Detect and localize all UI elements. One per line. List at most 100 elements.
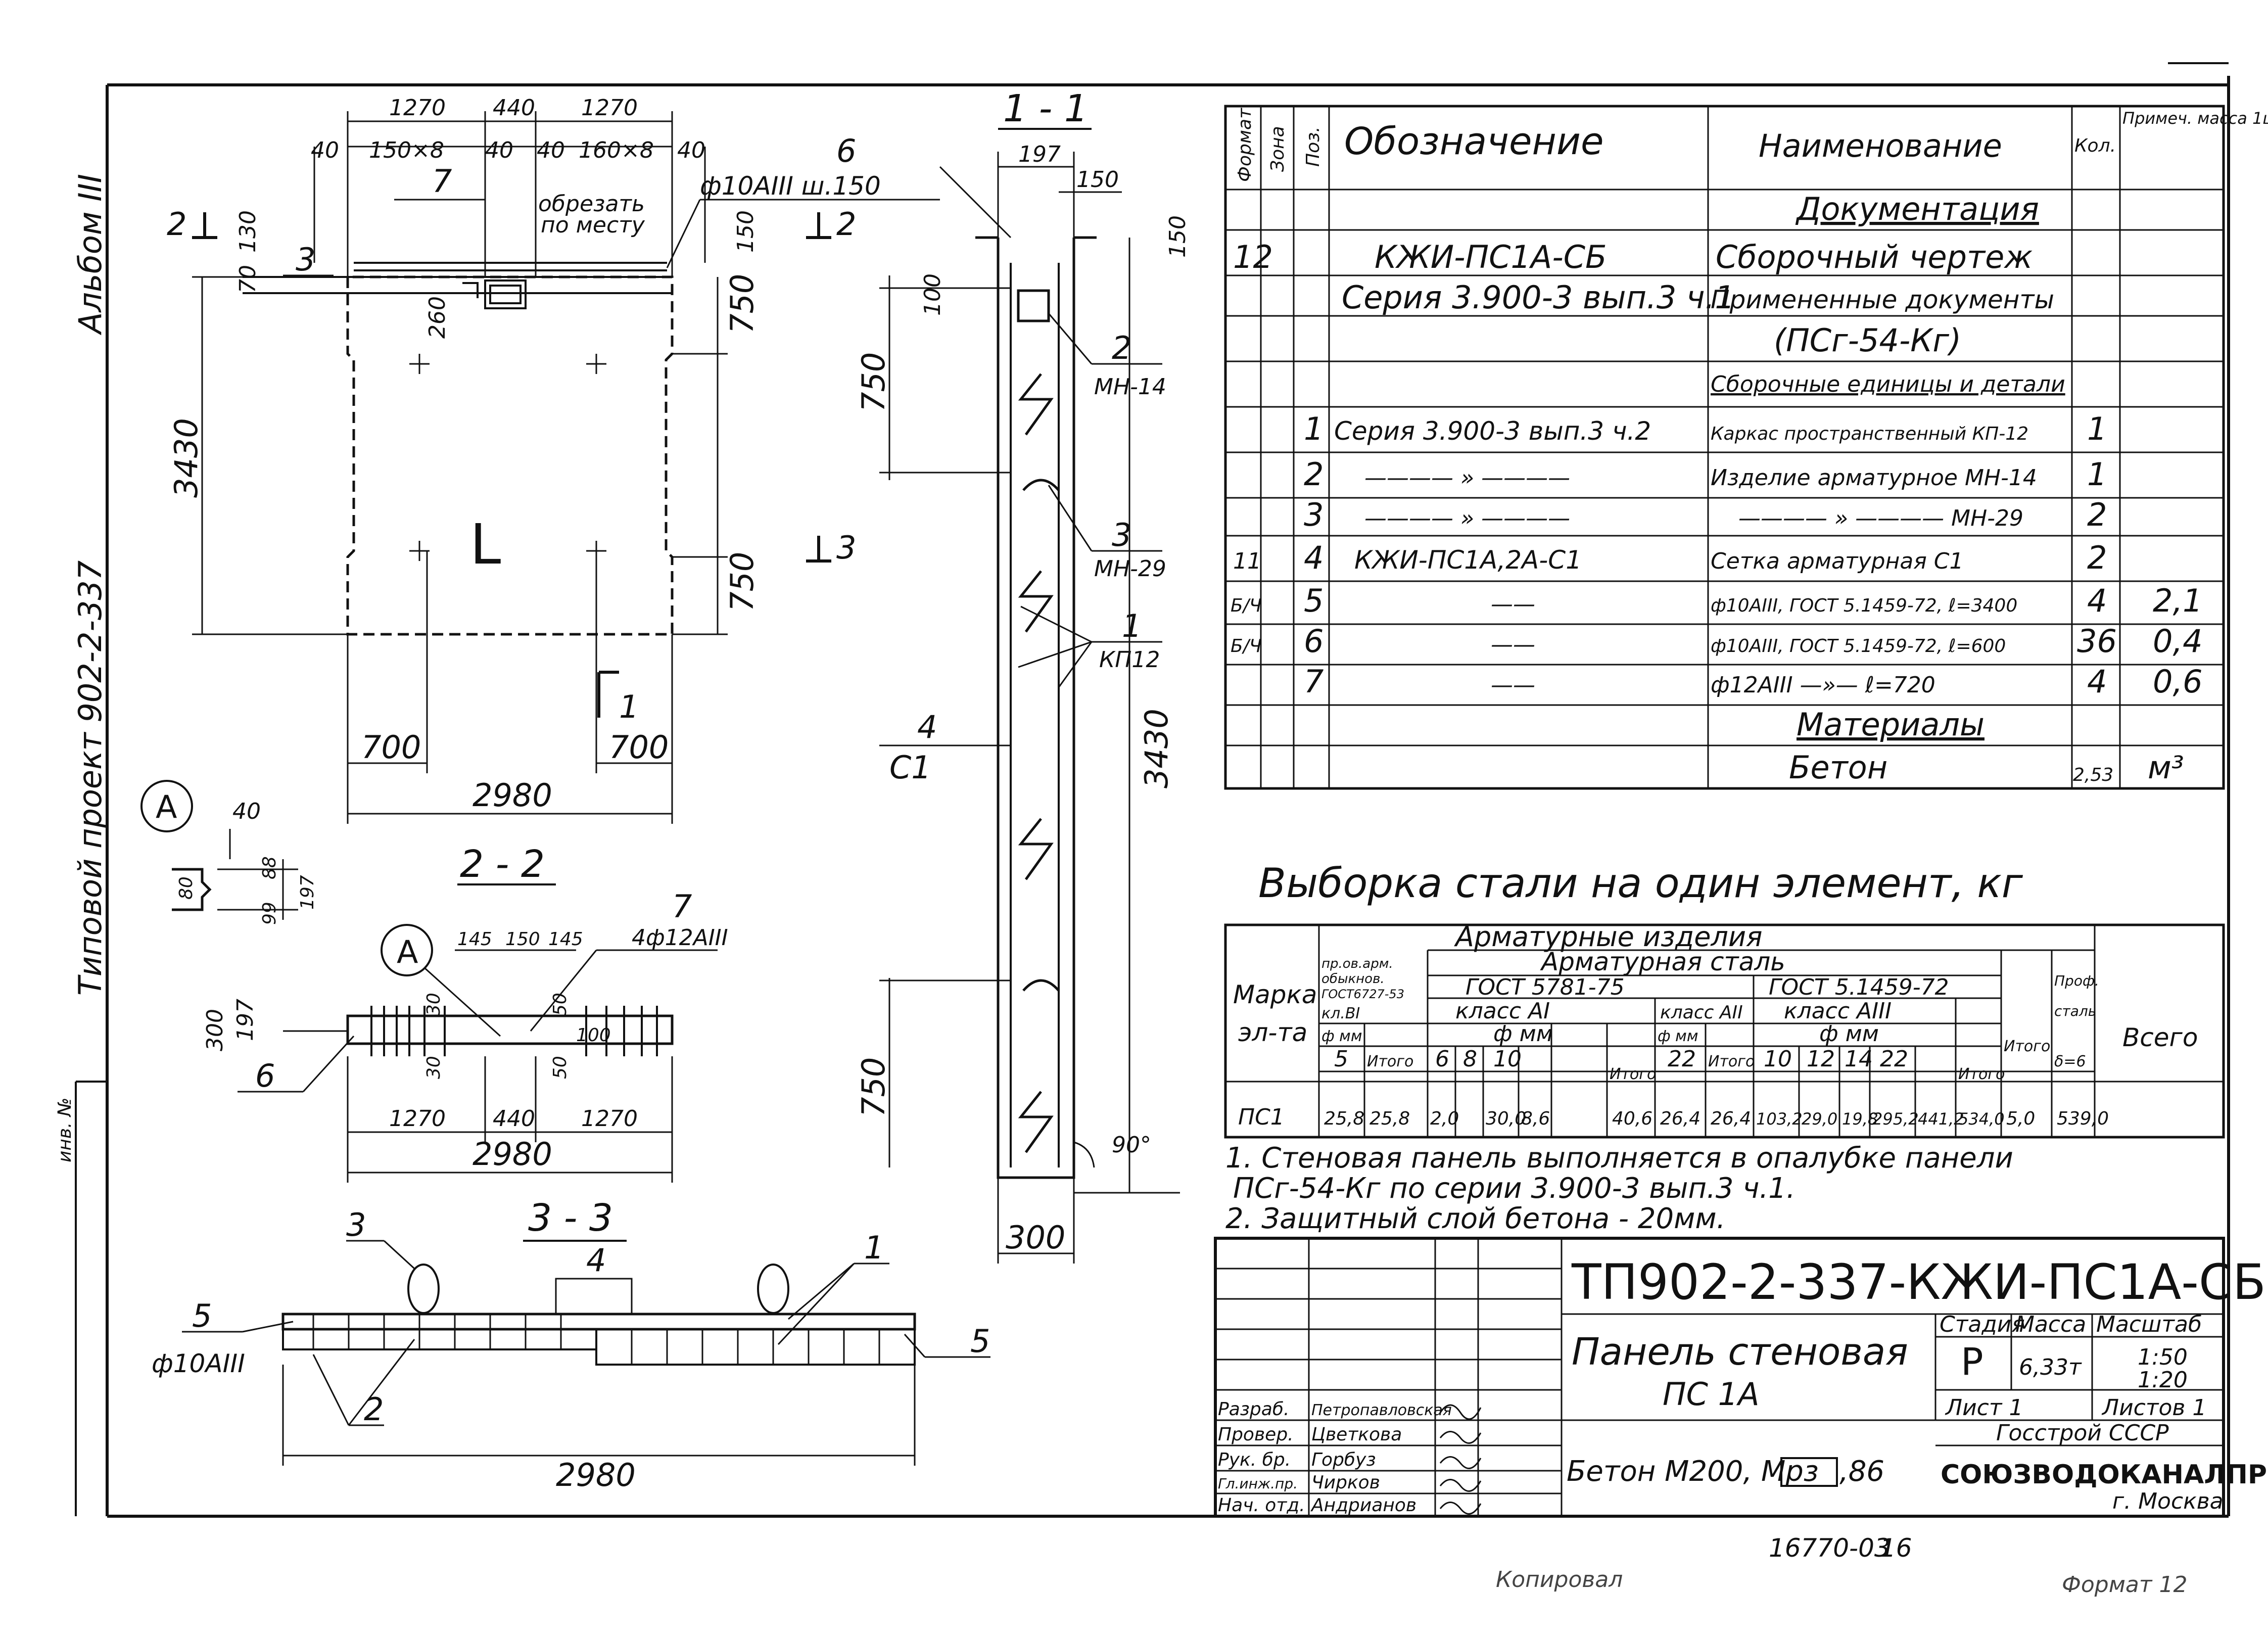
steel-diam-22: 22 (1668, 1046, 1696, 1072)
rebar-label: ф10АIII ш.150 (700, 171, 881, 201)
section-3-3: 3 - 3 3 4 1 5 ф10АIII 5 2 (152, 1196, 990, 1493)
spec-row-11-note: 0,6 (2153, 663, 2203, 700)
section-3-3-callout-4: 4 (586, 1242, 606, 1279)
top-bars (354, 262, 667, 309)
callout-pos-7: 7 (432, 163, 452, 200)
section-1-1-dim-150: 150 (1076, 167, 1119, 193)
title-role-4: Гл.инж.пр. (1218, 1475, 1298, 1492)
cut-mark-2-left: 2 (167, 206, 186, 243)
detail-a-dim-197: 197 (297, 875, 318, 910)
dim-70: 70 (235, 265, 261, 293)
spec-row-10-qty: 36 (2077, 623, 2117, 660)
section-3-3-callout-3: 3 (346, 1206, 366, 1243)
section-2-2-callout-7: 7 (672, 888, 692, 925)
title-sheet: Лист 1 (1945, 1395, 2023, 1421)
title-scale-1: 1:50 (2138, 1344, 2188, 1370)
section-1-1-outline (997, 263, 1075, 1179)
steel-row-v11: 19,8 (1842, 1109, 1878, 1129)
detail-a-dim-88: 88 (259, 856, 280, 879)
spec-row-11-pos: 7 (1304, 663, 1324, 700)
dim-second-4: 40 (537, 137, 565, 163)
steel-h-group: Арматурные изделия (1454, 921, 1763, 953)
section-1-1-callout-1: 1 (1122, 607, 1142, 644)
section-2-2-dim-100: 100 (576, 1025, 611, 1046)
steel-h-total-2: Итого (1610, 1065, 1656, 1083)
steel-row-v9: 103,2 (1756, 1109, 1803, 1129)
steel-h-wire-2: обыкнов. (1321, 971, 1385, 987)
title-material: Бетон М200, Мрз (1567, 1455, 1819, 1488)
spec-row-6-pos: 2 (1304, 456, 1324, 493)
title-stage: Р (1961, 1340, 1983, 1384)
spec-row-7-qty: 2 (2087, 496, 2107, 533)
footer-copied: Копировал (1496, 1567, 1623, 1593)
steel-row-v6: 40,6 (1612, 1108, 1652, 1129)
inventory-stamp: инв. № (55, 1098, 75, 1162)
cut-mark-2-right: 2 (836, 206, 856, 243)
spec-row-13-name: Бетон (1789, 749, 1887, 786)
footer-inventory: 16770-03 (1769, 1533, 1891, 1563)
spec-row-9-pos: 5 (1304, 582, 1324, 619)
note-1: 1. Стеновая панель выполняется в опалубк… (1225, 1142, 2013, 1175)
dim-top-2: 440 (493, 95, 535, 121)
signatures (1439, 1404, 1482, 1515)
footer-num: 16 (1880, 1533, 1912, 1563)
steel-h-mark-1: Марка (1233, 980, 1317, 1009)
steel-h-phi-1: ф мм (1321, 1027, 1362, 1045)
dim-second-1: 40 (311, 137, 339, 163)
dim-top-1: 1270 (389, 95, 446, 121)
section-3-3-rebar: ф10АIII (152, 1349, 245, 1378)
footer: 16770-03 16 Копировал Формат 12 (1496, 1533, 2188, 1598)
steel-row-v2: 25,8 (1369, 1108, 1410, 1129)
section-2-2-dim-440: 440 (493, 1106, 535, 1132)
dim-top-3: 1270 (581, 95, 638, 121)
section-2-2-dim-30b: 30 (423, 1056, 444, 1079)
cut-mark-1: 1 (619, 688, 639, 725)
project-label: Типовой проект 902-2-337 (72, 560, 109, 996)
title-code: ТП902-2-337-КЖИ-ПС1А-СБ (1571, 1254, 2266, 1311)
title-role-3: Рук. бр. (1218, 1450, 1291, 1470)
dim-700-right: 700 (609, 729, 669, 766)
section-1-1-callout-4: 4 (917, 709, 937, 745)
steel-table: Выборка стали на один элемент, кг (1224, 860, 2225, 1139)
section-2-2-dim-145b: 145 (548, 929, 583, 950)
steel-row-v15: 5,0 (2006, 1108, 2035, 1129)
spec-row-11-des: —— (1491, 672, 1535, 698)
spec-header-zone: Зона (1267, 126, 1288, 172)
detail-a-label: А (156, 788, 177, 825)
section-3-3-callout-5-left: 5 (192, 1297, 212, 1334)
spec-row-6-qty: 1 (2087, 456, 2107, 493)
spec-header-note: Примеч. масса 1шт. кг (2122, 109, 2268, 128)
note-cut-2: по месту (541, 212, 645, 238)
steel-title: Выборка стали на один элемент, кг (1258, 860, 2023, 907)
panel-height: 3430 (168, 418, 205, 498)
detail-a-dim-40: 40 (232, 799, 261, 824)
section-2-2-pos-6: 6 (255, 1057, 275, 1094)
title-grid (1215, 1238, 2224, 1516)
steel-grid (1225, 925, 2224, 1137)
dim-second-6: 40 (677, 137, 705, 163)
dim-750-top: 750 (724, 274, 761, 334)
spec-row-9-des: —— (1491, 591, 1535, 617)
spec-row-10-name: ф10АIII, ГОСТ 5.1459-72, ℓ=600 (1711, 636, 2006, 657)
spec-header-qty: Кол. (2074, 135, 2116, 156)
section-1-1: 1 - 1 197 150 150 100 750 (855, 87, 1191, 1264)
spec-row-7-name: ———— » ———— МН-29 (1738, 505, 2023, 531)
footer-format: Формат 12 (2062, 1572, 2188, 1598)
section-2-2-dim-1270a: 1270 (389, 1106, 446, 1132)
spec-row-9-name: ф10АIII, ГОСТ 5.1459-72, ℓ=3400 (1711, 595, 2017, 616)
steel-h-wire-3: ГОСТ6727-53 (1321, 987, 1404, 1001)
steel-row-v10: 29,0 (1802, 1109, 1837, 1129)
spec-header-pos: Поз. (1303, 126, 1324, 167)
spec-row-12-name: Материалы (1797, 706, 1984, 743)
spec-row-10-fmt: Б/Ч (1231, 636, 1262, 657)
spec-row-3-name: (ПСг-54-Кг) (1774, 322, 1961, 359)
spec-row-8-qty: 2 (2087, 539, 2107, 576)
spec-row-6-des: ———— » ———— (1364, 465, 1570, 491)
note-cut-1: обрезать (538, 191, 645, 217)
spec-row-9-note: 2,1 (2153, 582, 2203, 619)
section-1-1-height: 3430 (1138, 709, 1175, 788)
spec-row-5-qty: 1 (2087, 410, 2107, 447)
spec-row-4-name: Сборочные единицы и детали (1711, 371, 2065, 397)
section-1-1-lattice (1018, 373, 1060, 1153)
steel-diam-14: 14 (1845, 1046, 1873, 1072)
